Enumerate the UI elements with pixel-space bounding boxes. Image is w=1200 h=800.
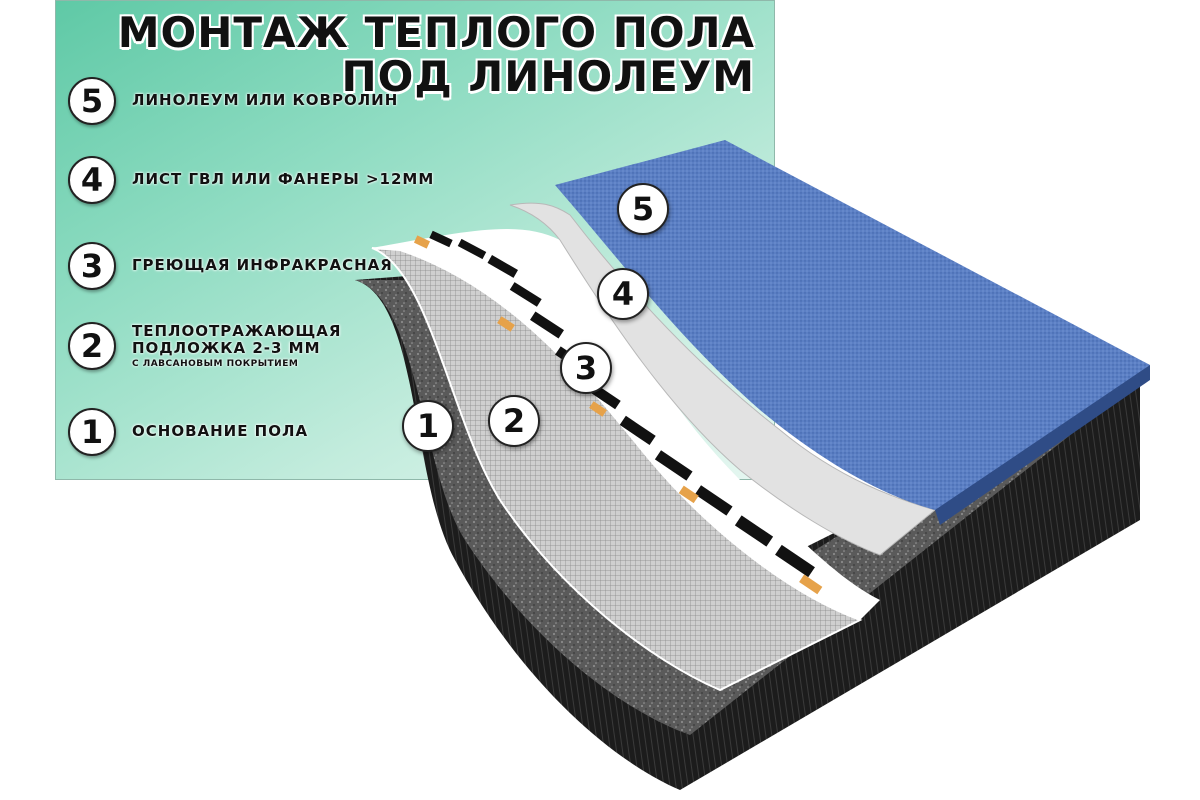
- legend-number-4: 4: [68, 156, 116, 204]
- diagram-callout-3: 3: [560, 342, 612, 394]
- legend-label-4: лист гвл или фанеры >12мм: [132, 170, 435, 189]
- legend-label-2-line2: подложка 2-3 мм: [132, 338, 321, 357]
- legend-item-4: 4 лист гвл или фанеры >12мм: [68, 156, 434, 204]
- legend-number-1: 1: [68, 408, 116, 456]
- carpet-edge-shape: [935, 365, 1150, 525]
- legend-label-5: линолеум или ковролин: [132, 91, 399, 110]
- base-layer-shape: [355, 275, 1140, 790]
- legend-item-1: 1 основание пола: [68, 408, 308, 456]
- legend-item-5: 5 линолеум или ковролин: [68, 77, 398, 125]
- legend-label-1: основание пола: [132, 422, 309, 441]
- diagram-callout-4: 4: [597, 268, 649, 320]
- concrete-layer-shape: [355, 280, 1140, 735]
- legend-number-2: 2: [68, 322, 116, 370]
- diagram-callout-5: 5: [617, 183, 669, 235]
- carpet-layer-shape: [555, 140, 1150, 510]
- legend-label-2: теплоотражающая подложка 2-3 мм с лавсан…: [132, 321, 342, 370]
- legend-number-5: 5: [68, 77, 116, 125]
- legend-number-3: 3: [68, 242, 116, 290]
- page-title-line2: ПОД ЛИНОЛЕУМ: [341, 52, 755, 101]
- legend-sublabel-2: с лавсановым покрытием: [132, 359, 299, 370]
- diagram-callout-1: 1: [402, 400, 454, 452]
- diagram-callout-2: 2: [488, 395, 540, 447]
- page-title-line1: МОНТАЖ ТЕПЛОГО ПОЛА: [117, 8, 755, 57]
- legend-item-2: 2 теплоотражающая подложка 2-3 мм с лавс…: [68, 322, 341, 370]
- heating-film-copper-strips: [413, 235, 823, 595]
- legend-label-2-line1: теплоотражающая: [132, 321, 342, 340]
